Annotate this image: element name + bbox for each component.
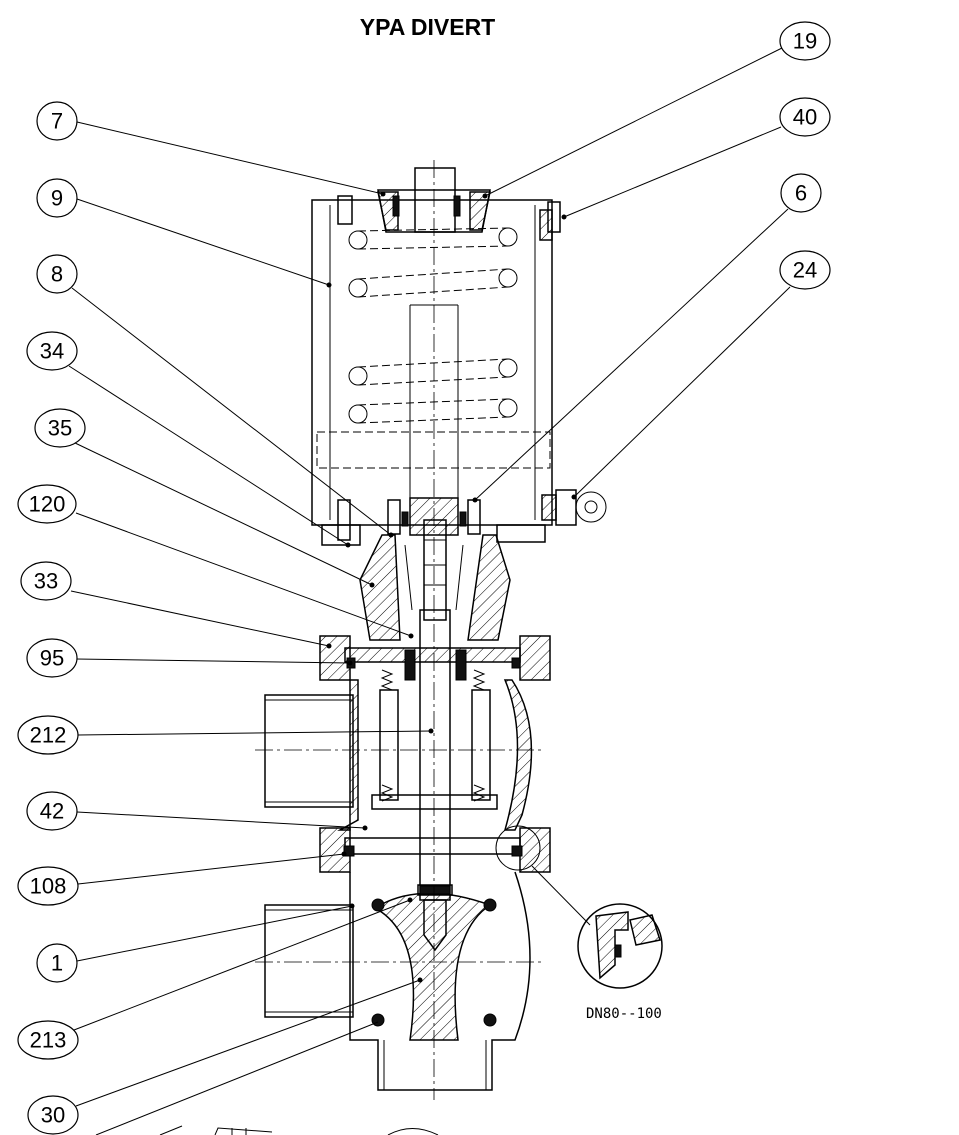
upper-flange: [319, 635, 551, 681]
callout-label: 6: [795, 181, 807, 206]
callout-label: 42: [40, 799, 64, 824]
callout-label: 213: [30, 1028, 67, 1053]
callout-6: 6: [780, 173, 822, 213]
callout-19: 19: [779, 21, 831, 61]
callout-108: 108: [17, 866, 79, 906]
callout-label: 8: [51, 262, 63, 287]
callout-34: 34: [26, 331, 78, 371]
drawing-title: YPA DIVERT: [359, 14, 496, 40]
lower-body: [264, 871, 531, 1091]
callout-120: 120: [17, 484, 77, 524]
actuator-housing: [311, 167, 607, 546]
callout-label: 108: [30, 874, 67, 899]
callout-label: 9: [51, 186, 63, 211]
callout-label: 24: [793, 258, 817, 283]
callout-label: 7: [51, 109, 63, 134]
callout-label: 1: [51, 951, 63, 976]
callout-7: 7: [36, 101, 78, 141]
callout-label: 34: [40, 339, 64, 364]
leader-lines: [68, 47, 791, 1135]
callout-label: 120: [29, 492, 66, 517]
callout-label: 40: [793, 105, 817, 130]
callout-95: 95: [26, 638, 78, 678]
callout-213: 213: [17, 1020, 79, 1060]
callout-35: 35: [34, 408, 86, 448]
callout-label: 212: [30, 723, 67, 748]
callout-label: 95: [40, 646, 64, 671]
middle-flange: [319, 827, 551, 873]
callout-24: 24: [779, 250, 831, 290]
callout-label: 33: [34, 569, 58, 594]
callout-label: 35: [48, 416, 72, 441]
callout-212: 212: [17, 715, 79, 755]
spring-small: [380, 669, 486, 802]
lantern: [359, 519, 511, 641]
spring: [348, 227, 518, 424]
callout-8: 8: [36, 254, 78, 294]
callout-42: 42: [26, 791, 78, 831]
callout-40: 40: [779, 97, 831, 137]
callout-label: 19: [793, 29, 817, 54]
detail-note: DN80--100: [586, 1006, 662, 1022]
callout-label: 30: [41, 1103, 65, 1128]
callout-33: 33: [20, 561, 72, 601]
callout-9: 9: [36, 178, 78, 218]
detail-view: DN80--100: [495, 825, 663, 1022]
callout-30: 30: [27, 1095, 79, 1135]
callout-1: 1: [36, 943, 78, 983]
